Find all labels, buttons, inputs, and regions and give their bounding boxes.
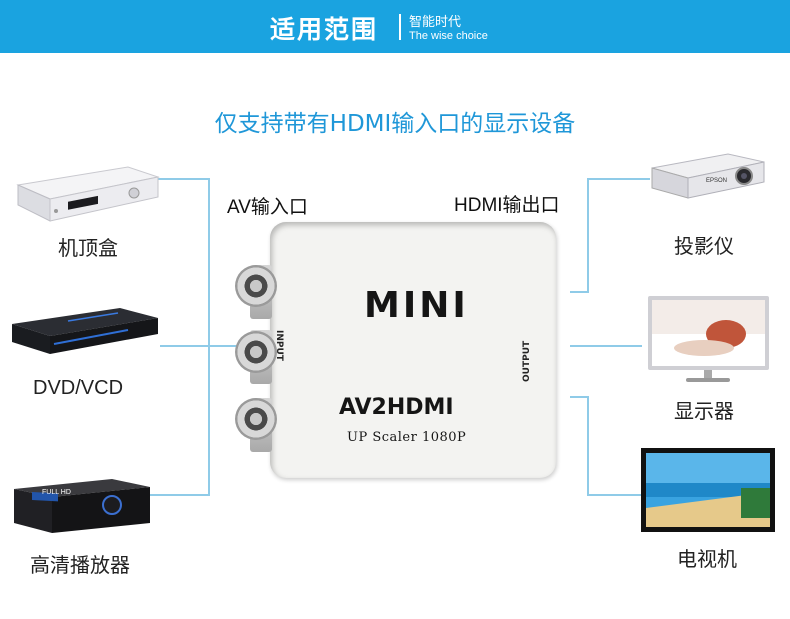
set-top-box-image <box>10 163 160 225</box>
player-display-text: FULL HD <box>42 489 71 496</box>
connector-line <box>208 178 210 496</box>
top-banner: 适用范围 智能时代 The wise choice <box>0 0 790 53</box>
source-label-set-top-box: 机顶盒 <box>58 236 118 260</box>
projector-image: EPSON <box>648 152 768 200</box>
input-text: INPUT <box>274 330 284 361</box>
monitor-image <box>646 294 771 386</box>
source-label-hd-player: 高清播放器 <box>30 553 130 577</box>
connector-line <box>146 178 209 180</box>
projector-brand-text: EPSON <box>706 178 728 184</box>
connector-line <box>587 178 589 292</box>
hd-player-image: FULL HD <box>12 475 152 535</box>
output-text: OUTPUT <box>522 340 532 382</box>
tv-image <box>641 448 775 532</box>
mini-adapter-box <box>270 222 556 478</box>
display-label-projector: 投影仪 <box>674 234 734 258</box>
banner-title: 适用范围 <box>270 15 379 44</box>
headline: 仅支持带有HDMI输入口的显示设备 <box>214 111 576 137</box>
source-label-dvd: DVD/VCD <box>33 377 124 399</box>
display-label-monitor: 显示器 <box>674 399 734 423</box>
connector-line <box>150 494 210 496</box>
connector-line <box>570 291 589 293</box>
adapter-spec: UP Scaler 1080P <box>347 430 467 445</box>
banner-divider <box>399 14 401 40</box>
connector-line <box>160 345 270 347</box>
connector-line <box>570 396 589 398</box>
adapter-brand: MINI <box>364 285 469 326</box>
hdmi-output-label: HDMI输出口 <box>454 195 560 216</box>
av-input-label: AV输入口 <box>227 197 308 218</box>
adapter-model: AV2HDMI <box>339 395 454 420</box>
connector-line <box>587 494 642 496</box>
rca-jack-icon <box>235 398 277 440</box>
rca-jack-icon <box>235 265 277 307</box>
banner-subtitle-cn: 智能时代 <box>409 15 462 30</box>
banner-subtitle-en: The wise choice <box>409 30 488 42</box>
connector-line <box>587 396 589 496</box>
connector-line <box>588 178 650 180</box>
display-label-tv: 电视机 <box>677 547 737 571</box>
connector-line <box>570 345 642 347</box>
rca-jack-icon <box>235 331 277 373</box>
dvd-player-image <box>8 306 160 361</box>
